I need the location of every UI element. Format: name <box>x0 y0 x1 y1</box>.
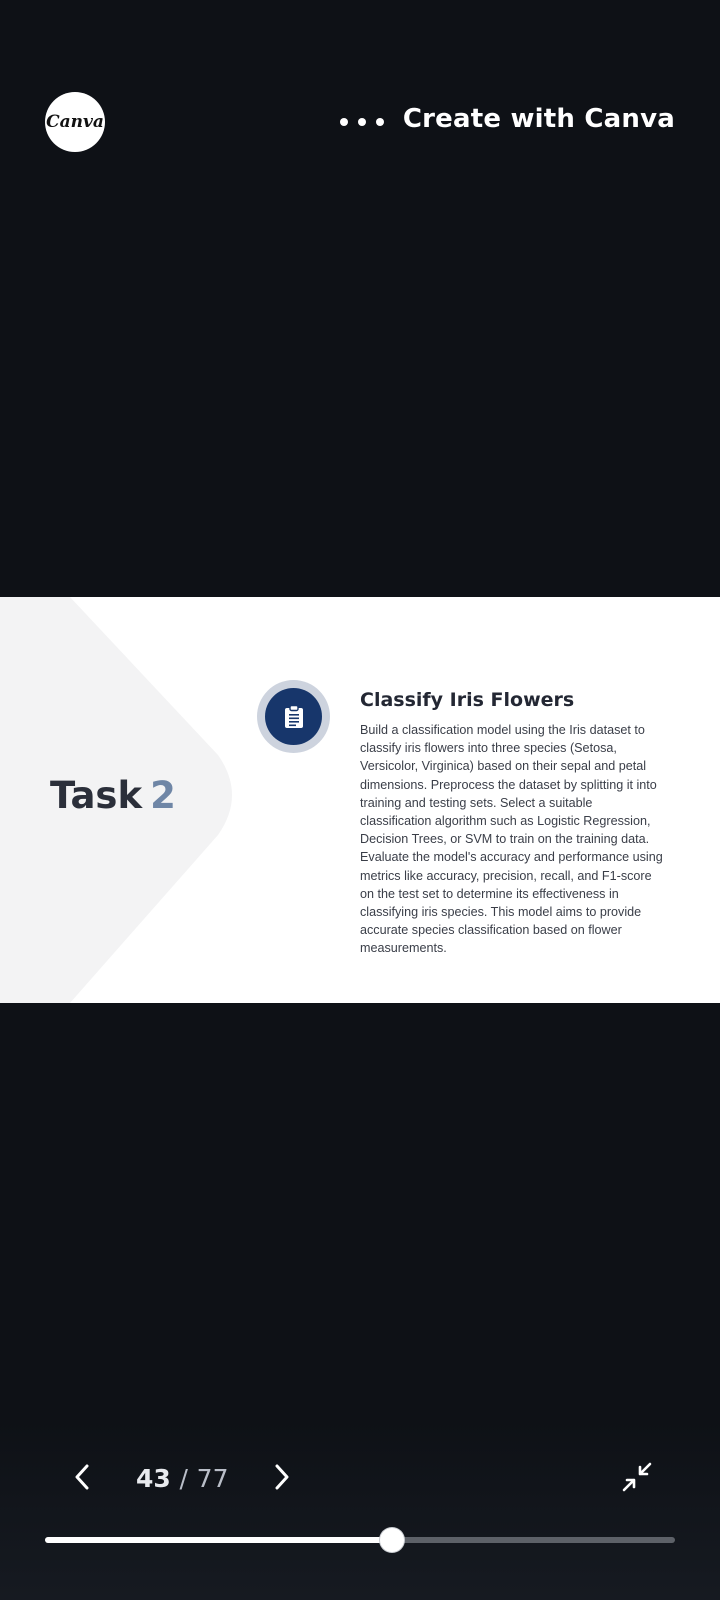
chevron-right-icon <box>275 1464 289 1490</box>
slide-title: Classify Iris Flowers <box>360 689 575 711</box>
task-icon-badge <box>257 680 330 753</box>
chevron-shape <box>0 597 232 1003</box>
page-indicator: 43 / 77 <box>136 1464 228 1493</box>
clipboard-icon <box>284 704 303 728</box>
chevron-left-icon <box>75 1464 89 1490</box>
dot <box>340 118 348 126</box>
progress-slider[interactable] <box>45 1528 675 1552</box>
more-options-icon[interactable] <box>340 112 384 132</box>
progress-handle[interactable] <box>380 1528 405 1552</box>
current-page: 43 <box>136 1464 171 1493</box>
next-page-button[interactable] <box>267 1462 297 1492</box>
total-pages: 77 <box>196 1464 229 1493</box>
canva-logo[interactable]: Canva <box>45 92 105 152</box>
create-with-canva-button[interactable]: Create with Canva <box>402 104 675 134</box>
previous-page-button[interactable] <box>67 1462 97 1492</box>
playback-controls: 43 / 77 <box>0 1420 720 1600</box>
exit-fullscreen-button[interactable] <box>620 1460 654 1494</box>
slide-description: Build a classification model using the I… <box>360 723 663 956</box>
task-number: 2 <box>150 774 176 817</box>
icon-circle <box>265 688 322 745</box>
progress-fill <box>45 1537 393 1543</box>
task-word: Task <box>50 774 143 817</box>
dot <box>358 118 366 126</box>
dot <box>376 118 384 126</box>
page-separator: / <box>179 1464 188 1493</box>
top-bar: Canva Create with Canva <box>0 0 720 240</box>
exit-fullscreen-icon <box>622 1462 652 1492</box>
